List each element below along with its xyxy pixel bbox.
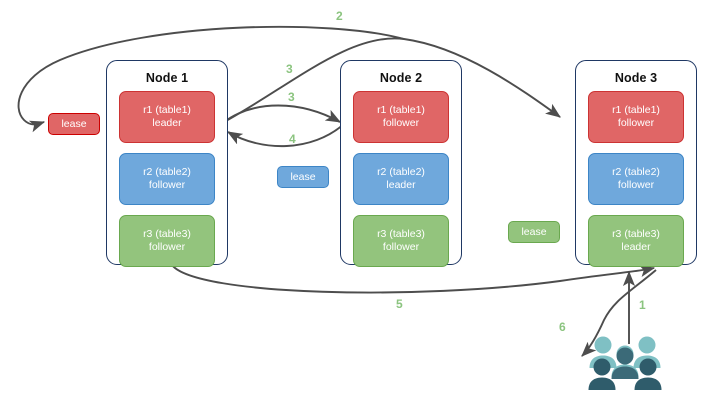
lease-chip-r1[interactable]: lease (48, 113, 100, 135)
replica-name: r3 (table3) (377, 228, 425, 240)
replica-chip-node2-r3[interactable]: r3 (table3) follower (353, 215, 449, 267)
arrow-step-5-node1-to-node3 (171, 264, 656, 294)
node-card-node2[interactable]: Node 2 r1 (table1) follower r2 (table2) … (340, 60, 462, 267)
replica-chip-node2-r2[interactable]: r2 (table2) leader (353, 153, 449, 205)
replica-name: r1 (table1) (377, 104, 425, 116)
replica-role: follower (617, 117, 655, 129)
replica-chip-node3-r3[interactable]: r3 (table3) leader (588, 215, 684, 267)
lease-chip-r2[interactable]: lease (277, 166, 329, 188)
arrow-step-3-node1-to-node2 (223, 104, 341, 123)
replica-name: r1 (table1) (143, 104, 191, 116)
node-title: Node 3 (614, 71, 658, 85)
replica-role: leader (621, 241, 651, 253)
replica-name: r3 (table3) (612, 228, 660, 240)
replica-role: leader (152, 117, 182, 129)
replica-role: follower (617, 179, 655, 191)
replica-name: r2 (table2) (377, 166, 425, 178)
replica-chip-node2-r1[interactable]: r1 (table1) follower (353, 91, 449, 143)
users-icon (588, 336, 662, 390)
lease-chip-r3[interactable]: lease (508, 221, 560, 243)
step-label-4: 4 (289, 132, 296, 146)
replica-role: follower (382, 117, 420, 129)
step-label-3a: 3 (286, 62, 293, 76)
replica-role: follower (148, 179, 186, 191)
lease-label: lease (290, 171, 316, 183)
step-label-1: 1 (639, 298, 646, 312)
replica-name: r2 (table2) (612, 166, 660, 178)
replica-role: follower (382, 241, 420, 253)
node-card-node3[interactable]: Node 3 r1 (table1) follower r2 (table2) … (575, 60, 697, 267)
replica-name: r1 (table1) (612, 104, 660, 116)
node-title: Node 1 (145, 71, 189, 85)
step-label-6: 6 (559, 320, 566, 334)
replica-name: r3 (table3) (143, 228, 191, 240)
node-card-node1[interactable]: Node 1 r1 (table1) leader r2 (table2) fo… (106, 60, 228, 267)
replica-role: follower (148, 241, 186, 253)
replica-chip-node3-r2[interactable]: r2 (table2) follower (588, 153, 684, 205)
arrow-step-4-node2-to-node1 (227, 123, 345, 147)
lease-label: lease (521, 226, 547, 238)
lease-label: lease (61, 118, 87, 130)
replica-chip-node1-r2[interactable]: r2 (table2) follower (119, 153, 215, 205)
step-label-5: 5 (396, 297, 403, 311)
replica-chip-node3-r1[interactable]: r1 (table1) follower (588, 91, 684, 143)
replica-role: leader (386, 179, 416, 191)
replica-chip-node1-r1[interactable]: r1 (table1) leader (119, 91, 215, 143)
step-label-3b: 3 (288, 90, 295, 104)
replica-chip-node1-r3[interactable]: r3 (table3) follower (119, 215, 215, 267)
node-title: Node 2 (379, 71, 423, 85)
step-label-2: 2 (336, 9, 343, 23)
replica-name: r2 (table2) (143, 166, 191, 178)
